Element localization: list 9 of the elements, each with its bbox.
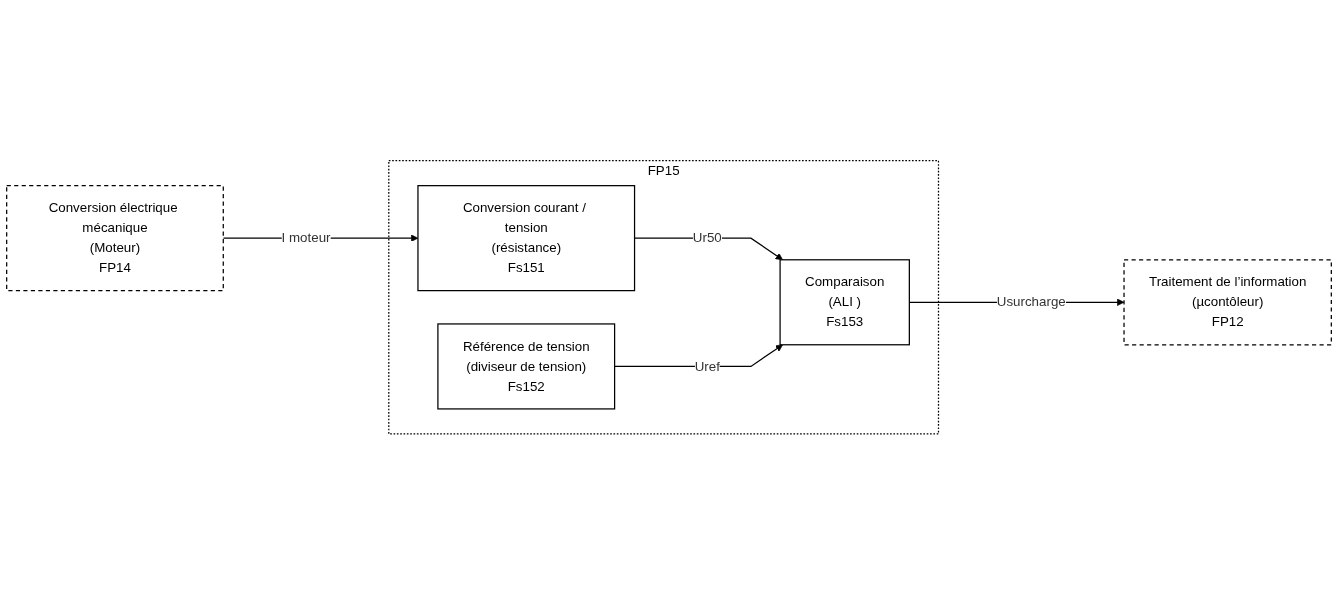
node-box: Conversion courant / tension (résistance) Fs151 xyxy=(417,184,636,291)
node-box: Comparaison (ALI ) Fs153 xyxy=(779,258,910,346)
edge-label: Usurcharge xyxy=(996,294,1066,309)
edge-label: I moteur xyxy=(281,230,331,245)
edge-label: Uref xyxy=(694,358,720,373)
node-box: Référence de tension (diviseur de tension) Fs152 xyxy=(437,323,616,410)
node-box: Traitement de l’information (µcontôleur) FP12 xyxy=(1123,258,1332,346)
edge-label: Ur50 xyxy=(692,230,722,245)
node-box: Conversion électrique mécanique (Moteur) FP14 xyxy=(6,184,224,291)
